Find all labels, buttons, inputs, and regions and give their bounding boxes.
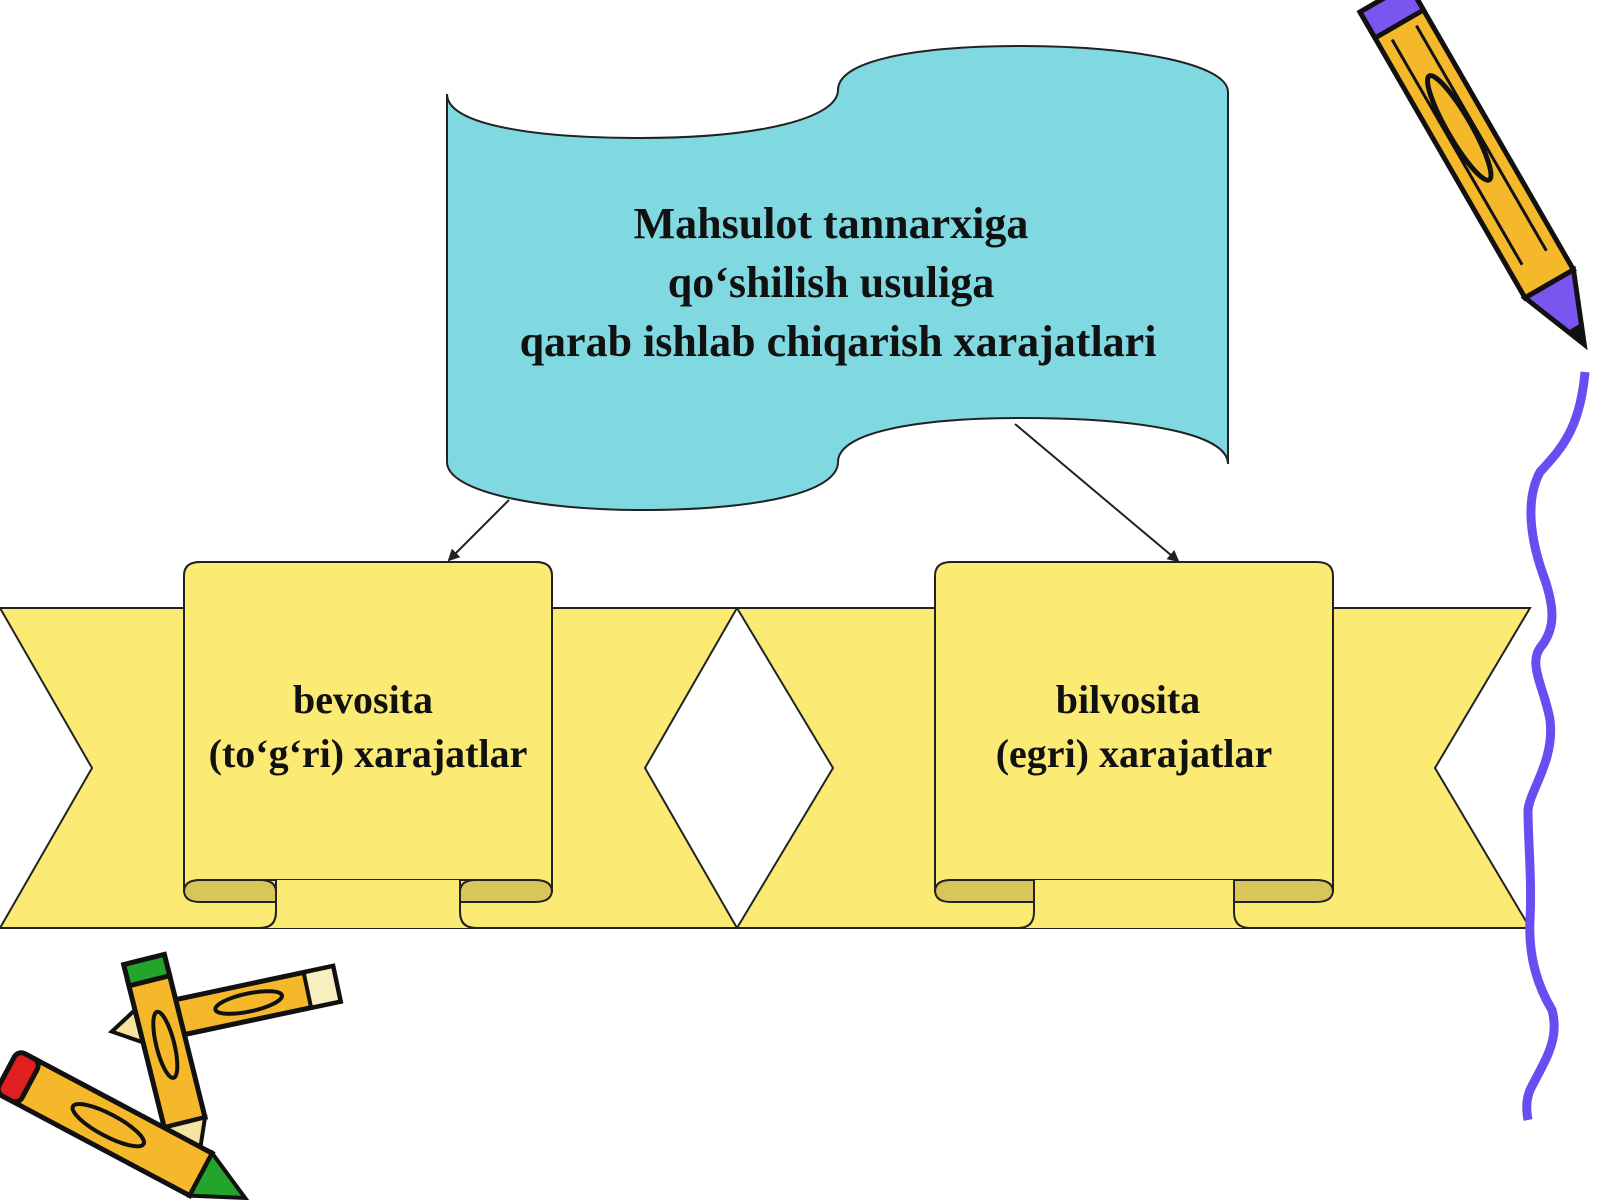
- right-box-line-2: (egri) xarajatlar: [996, 731, 1273, 776]
- left-box-line-2: (to‘g‘ri) xarajatlar: [209, 731, 528, 776]
- pencils-cluster-icon: [0, 951, 344, 1200]
- arrow-to-right-box: [1014, 423, 1180, 563]
- left-scroll-box: bevosita (to‘g‘ri) xarajatlar: [183, 561, 553, 929]
- title-line-3: qarab ishlab chiqarish xarajatlari: [520, 317, 1157, 366]
- arrow-to-left-box: [447, 499, 510, 562]
- title-banner: Mahsulot tannarxiga qo‘shilish usuliga q…: [446, 44, 1229, 512]
- title-line-2: qo‘shilish usuliga: [668, 258, 995, 307]
- left-box-line-1: bevosita: [293, 677, 433, 722]
- squiggle-line: [1522, 371, 1590, 1121]
- title-line-1: Mahsulot tannarxiga: [634, 199, 1029, 248]
- pencil-icon: [1356, 0, 1588, 351]
- right-box-line-1: bilvosita: [1056, 677, 1200, 722]
- right-scroll-box: bilvosita (egri) xarajatlar: [934, 561, 1334, 929]
